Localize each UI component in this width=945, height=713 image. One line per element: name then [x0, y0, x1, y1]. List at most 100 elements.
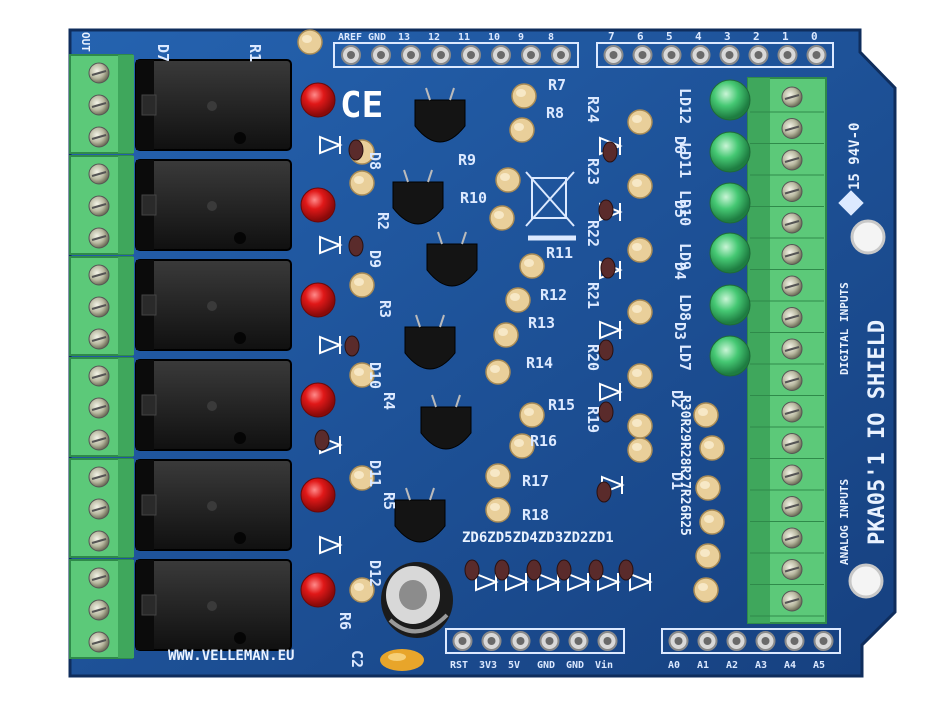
- terminal-block-left: [69, 458, 134, 558]
- analog-resistor-labels: R30R29R28R27R26R25: [677, 395, 692, 536]
- svg-text:R19: R19: [584, 406, 602, 433]
- small-diode: [314, 429, 330, 451]
- resistor: [297, 29, 323, 55]
- svg-text:R23: R23: [584, 158, 602, 185]
- resistor: [349, 272, 375, 298]
- small-diode: [344, 335, 360, 357]
- resistor: [519, 402, 545, 428]
- svg-text:D1: D1: [668, 472, 686, 490]
- transistor: [414, 87, 466, 143]
- red-led: [300, 82, 336, 118]
- resistor: [349, 362, 375, 388]
- bottom-header: [445, 628, 841, 654]
- svg-text:R10: R10: [460, 189, 487, 207]
- diode: [567, 572, 591, 592]
- out-label: OUT: [79, 32, 92, 52]
- resistor: [509, 117, 535, 143]
- svg-text:A3: A3: [755, 660, 767, 671]
- resistor: [627, 437, 653, 463]
- svg-text:D2: D2: [668, 390, 686, 408]
- svg-text:R17: R17: [522, 472, 549, 490]
- transistor: [420, 394, 472, 450]
- resistor: [627, 237, 653, 263]
- weee-symbol: [525, 171, 576, 241]
- green-led: [709, 335, 751, 377]
- resistor: [627, 109, 653, 135]
- svg-text:11: 11: [458, 32, 470, 43]
- svg-text:3: 3: [724, 30, 731, 43]
- terminal-block-right: [747, 77, 827, 624]
- svg-text:LD12: LD12: [676, 88, 694, 124]
- diodes: [314, 135, 653, 592]
- svg-text:5V: 5V: [508, 660, 520, 671]
- green-led: [709, 79, 751, 121]
- diode: [319, 535, 343, 555]
- svg-text:A1: A1: [697, 660, 709, 671]
- resistor: [505, 287, 531, 313]
- svg-text:D8: D8: [366, 152, 384, 170]
- resistor: [349, 170, 375, 196]
- diode: [319, 135, 343, 155]
- relay: [135, 159, 292, 251]
- small-diode: [598, 339, 614, 361]
- relay: [135, 59, 292, 151]
- rating-label: 15 94V-0: [847, 122, 863, 190]
- resistor: [495, 167, 521, 193]
- resistor: [485, 359, 511, 385]
- green-led: [709, 182, 751, 224]
- relay: [135, 459, 292, 551]
- svg-text:A4: A4: [784, 660, 796, 671]
- resistor: [699, 435, 725, 461]
- svg-text:D12: D12: [366, 560, 384, 587]
- small-diode: [464, 559, 480, 581]
- svg-text:R2: R2: [374, 212, 392, 230]
- svg-text:CE: CE: [340, 85, 383, 126]
- svg-text:GND: GND: [566, 660, 584, 671]
- svg-text:9: 9: [518, 32, 524, 43]
- svg-text:R4: R4: [380, 392, 398, 410]
- terminal-blocks-right: [747, 77, 827, 624]
- svg-text:R9: R9: [458, 151, 476, 169]
- svg-text:R21: R21: [584, 282, 602, 309]
- svg-text:A2: A2: [726, 660, 738, 671]
- small-diode: [526, 559, 542, 581]
- svg-text:8: 8: [548, 32, 554, 43]
- diode: [319, 235, 343, 255]
- resistor: [695, 543, 721, 569]
- red-led: [300, 572, 336, 608]
- svg-text:R24: R24: [584, 96, 602, 123]
- small-diode: [588, 559, 604, 581]
- website-label: WWW.VELLEMAN.EU: [168, 648, 295, 664]
- small-diode: [618, 559, 634, 581]
- diode: [597, 572, 621, 592]
- svg-text:13: 13: [398, 32, 410, 43]
- red-led: [300, 187, 336, 223]
- terminal-block-left: [69, 155, 134, 255]
- terminal-block-left: [69, 54, 134, 154]
- red-leds: [300, 82, 336, 608]
- svg-text:LD9: LD9: [676, 243, 694, 270]
- terminal-block-left: [69, 256, 134, 356]
- digital-inputs-label: DIGITAL INPUTS: [838, 282, 851, 375]
- svg-text:R5: R5: [380, 492, 398, 510]
- resistor: [693, 402, 719, 428]
- zener-labels: ZD6ZD5ZD4ZD3ZD2ZD1: [462, 530, 614, 546]
- board-model-label: PKA05'1 IO SHIELD: [865, 319, 890, 545]
- resistors: [297, 29, 725, 603]
- small-diode: [348, 235, 364, 257]
- svg-text:D6: D6: [671, 136, 689, 154]
- terminal-block-left: [69, 357, 134, 457]
- svg-text:7: 7: [608, 30, 615, 43]
- small-diode: [596, 481, 612, 503]
- red-led: [300, 382, 336, 418]
- svg-text:1: 1: [782, 30, 789, 43]
- svg-text:R14: R14: [526, 354, 553, 372]
- diode: [599, 382, 623, 402]
- green-led: [709, 131, 751, 173]
- svg-text:R3: R3: [376, 300, 394, 318]
- green-leds: [709, 79, 751, 377]
- resistor: [519, 253, 545, 279]
- svg-text:LD7: LD7: [676, 344, 694, 371]
